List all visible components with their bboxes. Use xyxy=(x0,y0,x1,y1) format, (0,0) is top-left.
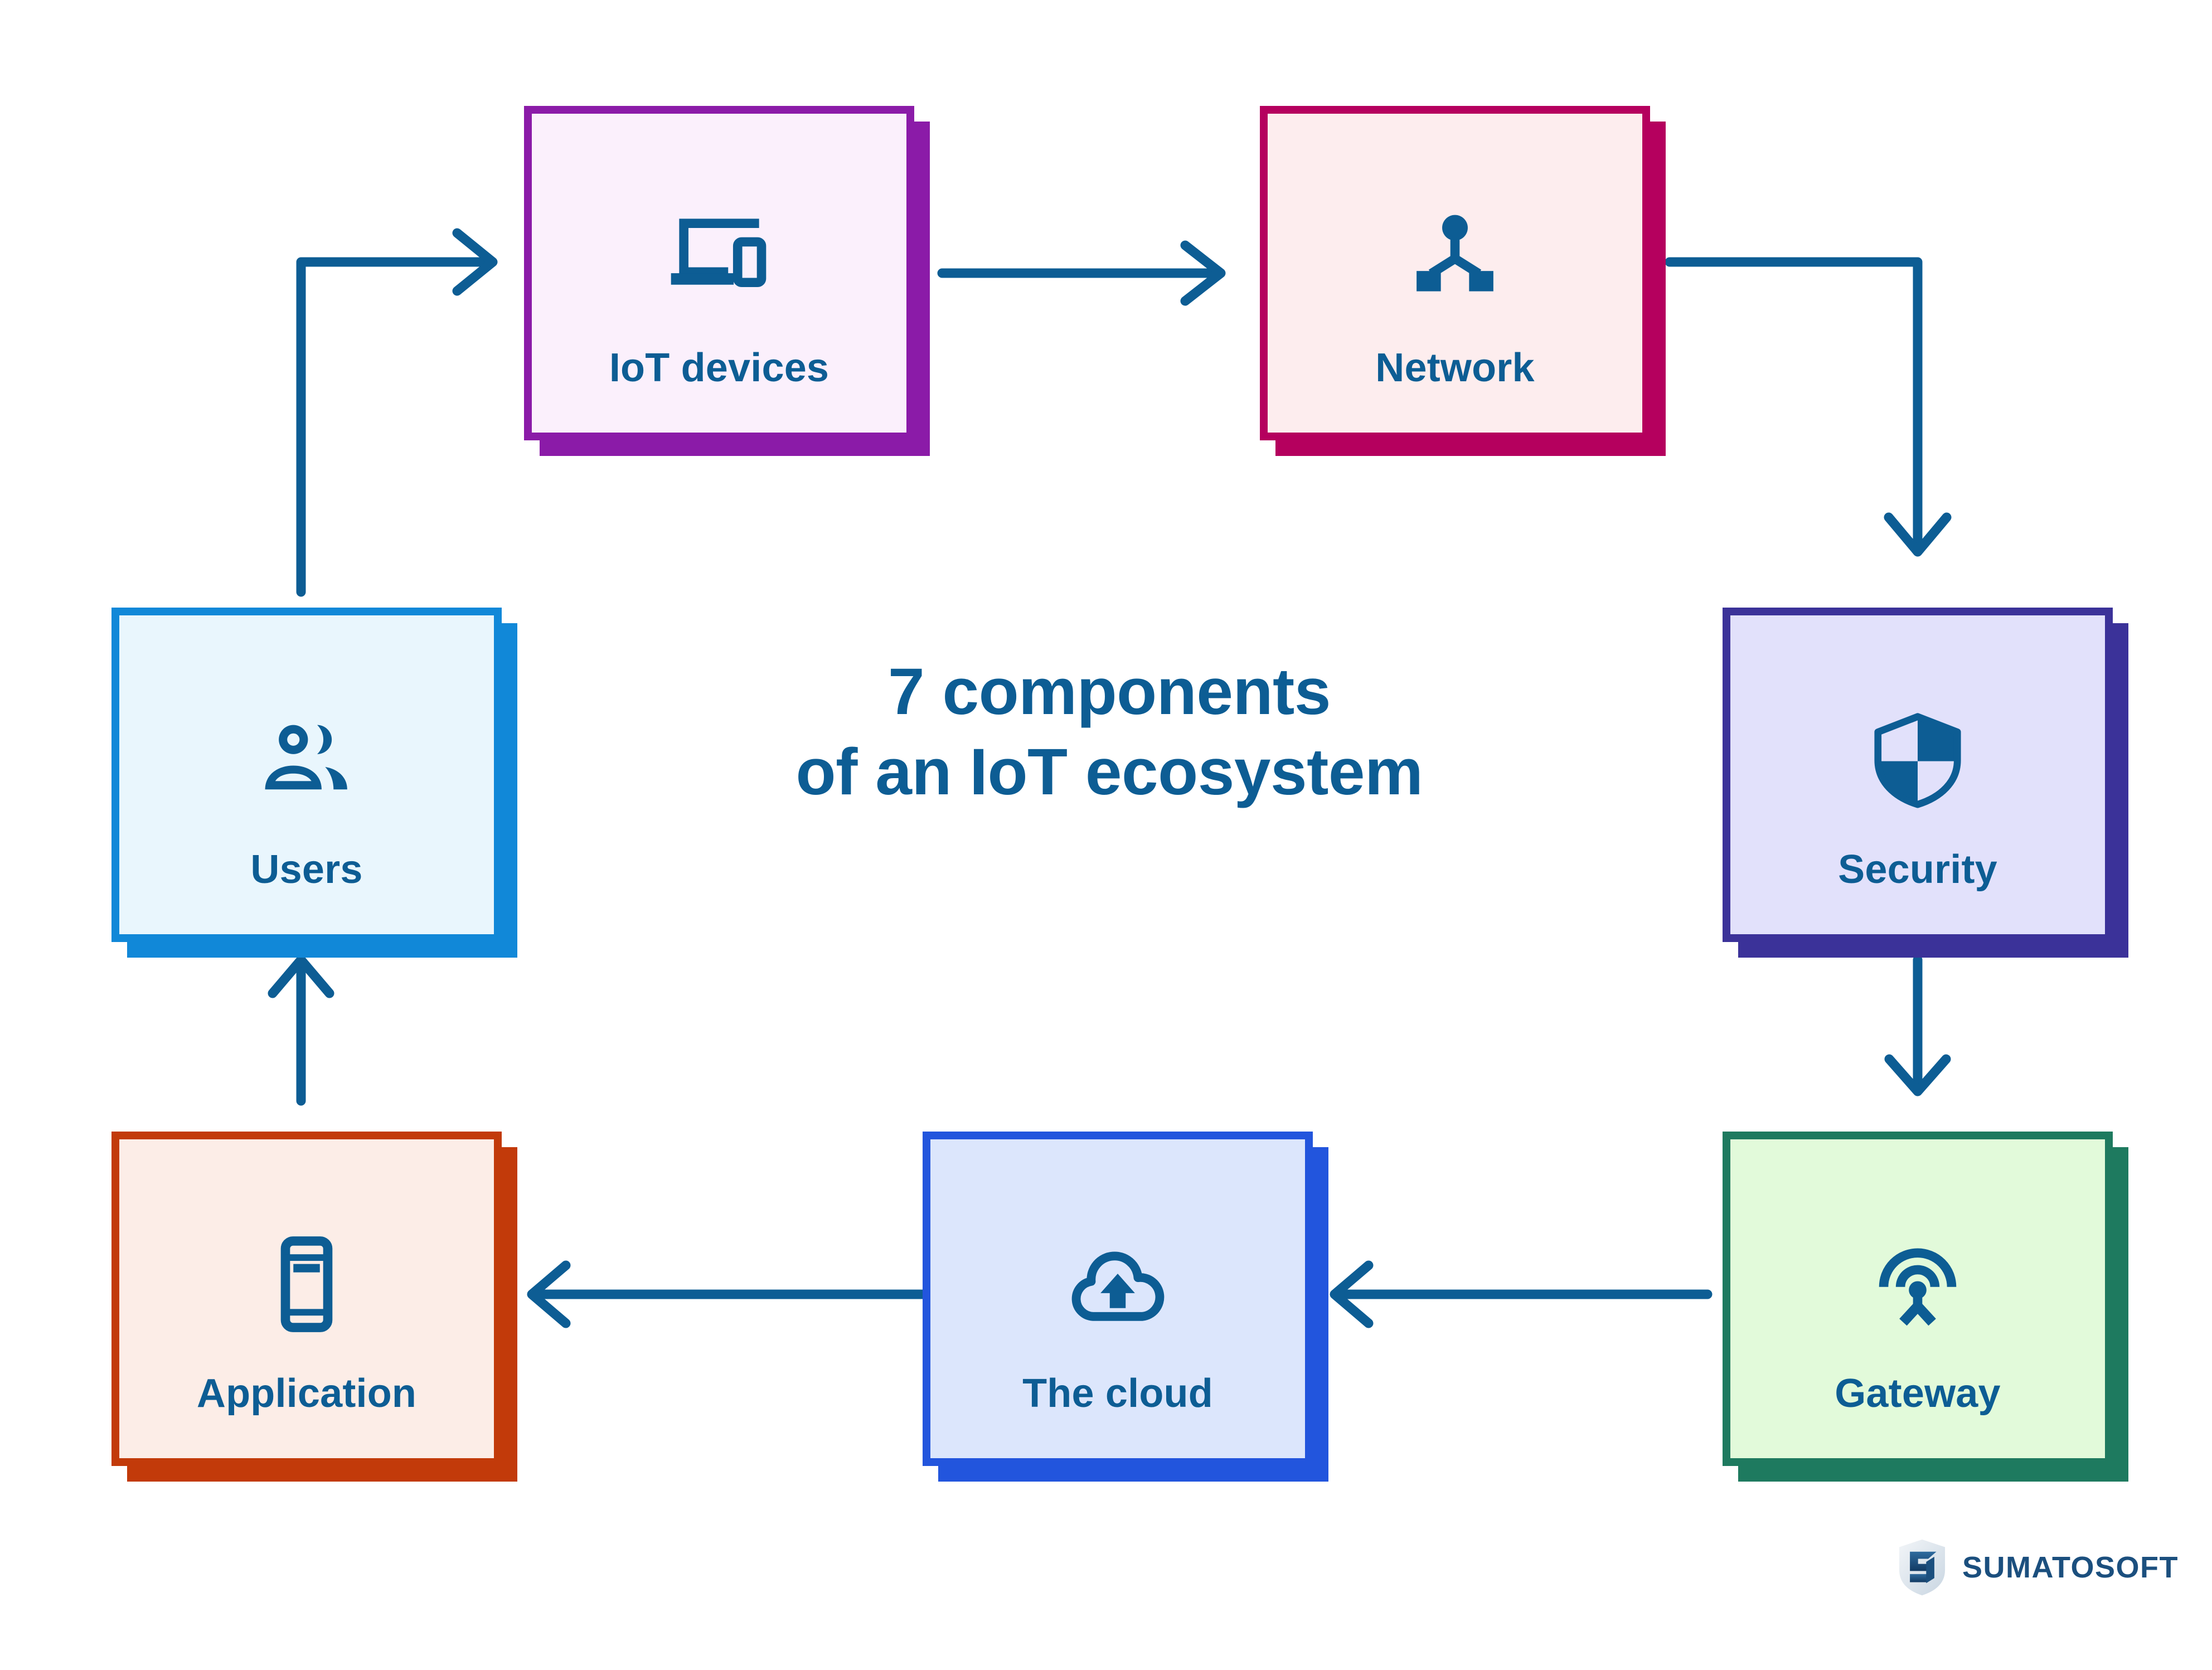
arrow-security-to-gateway xyxy=(1884,955,1951,1096)
component-card-the-cloud[interactable]: The cloud xyxy=(923,1132,1328,1482)
component-label: Users xyxy=(250,847,363,892)
arrow-network-to-security xyxy=(1665,257,1952,557)
diagram-title: 7 components of an IoT ecosystem xyxy=(658,652,1561,813)
component-label: Application xyxy=(196,1371,417,1416)
arrow-gateway-to-the-cloud xyxy=(1330,1260,1713,1328)
arrow-iot-devices-to-network xyxy=(937,240,1226,306)
component-label: Gateway xyxy=(1835,1371,2001,1416)
component-card-application[interactable]: Application xyxy=(111,1132,517,1482)
broadcast-tower-icon xyxy=(1865,1231,1971,1337)
card-face xyxy=(111,1132,502,1466)
brand-logo: SUMATOSOFT xyxy=(1896,1538,2179,1596)
component-card-iot-devices[interactable]: IoT devices xyxy=(524,106,930,456)
component-card-users[interactable]: Users xyxy=(111,608,517,958)
card-face xyxy=(524,106,914,440)
title-line-1: 7 components xyxy=(888,655,1331,729)
sumatosoft-shield-icon xyxy=(1896,1538,1948,1596)
component-card-security[interactable]: Security xyxy=(1723,608,2128,958)
arrow-the-cloud-to-application xyxy=(527,1260,928,1328)
arrow-users-to-iot-devices xyxy=(296,228,498,597)
component-label: The cloud xyxy=(1022,1371,1213,1416)
brand-name: SUMATOSOFT xyxy=(1962,1551,2179,1584)
card-face xyxy=(1260,106,1650,440)
shield-icon xyxy=(1865,707,1971,813)
component-card-network[interactable]: Network xyxy=(1260,106,1666,456)
arrow-application-to-users xyxy=(268,955,334,1106)
users-group-icon xyxy=(254,707,360,813)
title-line-2: of an IoT ecosystem xyxy=(795,735,1423,809)
mobile-phone-icon xyxy=(254,1231,360,1337)
component-label: Network xyxy=(1375,346,1535,390)
devices-icon xyxy=(666,206,772,312)
component-label: IoT devices xyxy=(609,346,830,390)
cloud-upload-icon xyxy=(1065,1231,1171,1337)
component-card-gateway[interactable]: Gateway xyxy=(1723,1132,2128,1482)
network-nodes-icon xyxy=(1402,206,1508,312)
component-label: Security xyxy=(1838,847,1997,892)
